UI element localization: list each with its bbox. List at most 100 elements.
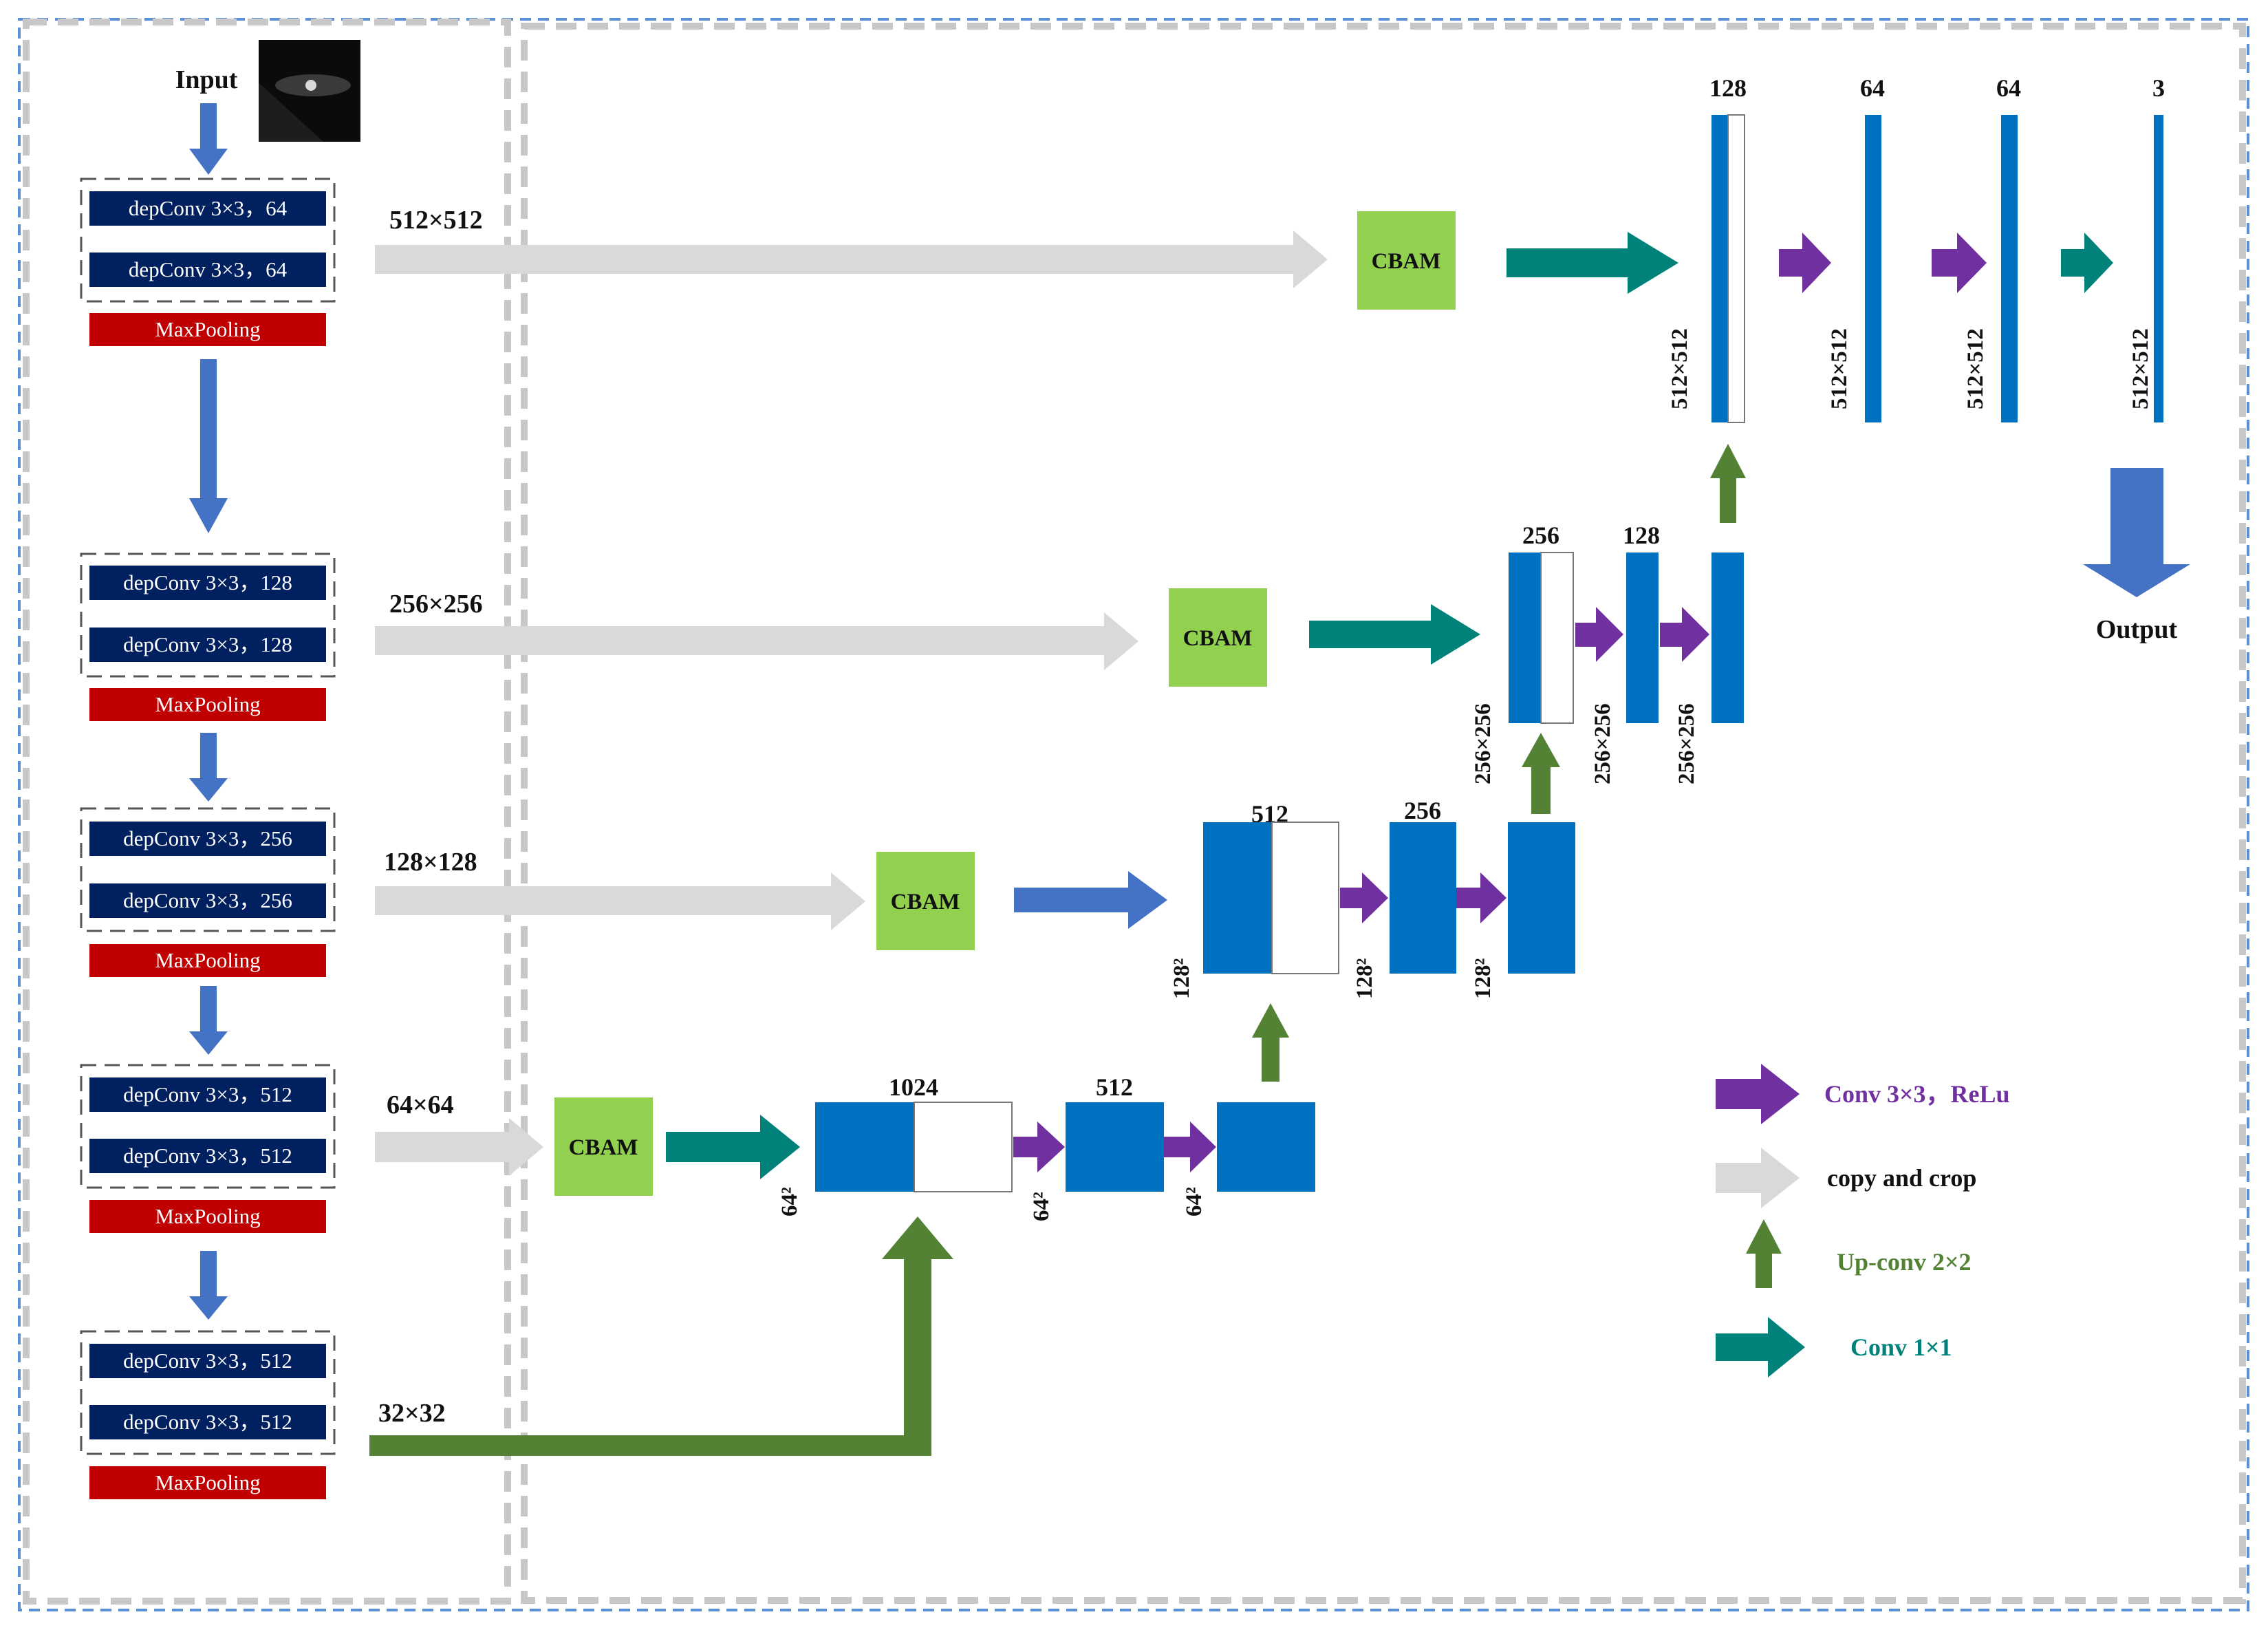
depconv-box (89, 1405, 326, 1439)
maxpooling-label: MaxPooling (155, 1470, 260, 1494)
legend-conv3x3-icon (1716, 1064, 1800, 1124)
cbam-label: CBAM (891, 890, 960, 914)
conv3x3-arrow (1456, 872, 1506, 923)
depconv-label: depConv 3×3，256 (123, 826, 292, 850)
maxpooling-label: MaxPooling (155, 692, 260, 716)
cbam-block-64: CBAM (554, 1097, 653, 1196)
size-label: 256×256 (1471, 703, 1495, 784)
depconv-label: depConv 3×3，128 (123, 632, 292, 656)
feature-block (1217, 1102, 1315, 1192)
conv1x1-arrow (2061, 233, 2113, 293)
copy-crop-arrow (375, 230, 1328, 288)
channel-label: 64 (1860, 74, 1885, 102)
legend-conv1x1-label: Conv 1×1 (1850, 1333, 1952, 1361)
channel-label: 256 (1404, 797, 1441, 824)
size-label: 128² (1471, 958, 1495, 1000)
channel-label: 512 (1096, 1073, 1133, 1101)
depconv-label: depConv 3×3，512 (123, 1349, 292, 1373)
encoder-block-frame (80, 178, 336, 303)
concat-block (1540, 552, 1574, 724)
bottleneck-upconv-arrow (369, 1216, 953, 1456)
depconv-box (89, 566, 326, 600)
feature-block (1509, 553, 1541, 723)
conv3x3-arrow (1779, 233, 1831, 293)
maxpooling-label: MaxPooling (155, 948, 260, 972)
copy-crop-arrow (375, 872, 865, 930)
depconv-label: depConv 3×3，128 (123, 570, 292, 594)
depconv-label: depConv 3×3，512 (123, 1082, 292, 1106)
encoder-block-4: depConv 3×3，512 depConv 3×3，512 MaxPooli… (80, 1064, 336, 1233)
copy-crop-arrow (375, 612, 1138, 670)
cbam-label: CBAM (569, 1135, 638, 1160)
outer-frame (18, 18, 2249, 1611)
channel-label: 64 (1996, 74, 2021, 102)
depconv-box (89, 253, 326, 287)
copy-crop-arrow (375, 1118, 543, 1176)
cbam-label: CBAM (1372, 249, 1441, 274)
size-label: 64² (1182, 1187, 1207, 1216)
legend: Conv 3×3，ReLu copy and crop Up-conv 2×2 … (1716, 1064, 2010, 1377)
feature-block (1711, 553, 1744, 723)
channel-label: 128 (1623, 522, 1660, 549)
encoder-block-5: depConv 3×3，512 depConv 3×3，512 MaxPooli… (80, 1330, 336, 1499)
maxpooling-box (89, 1200, 326, 1233)
size-label: 512×512 (1827, 328, 1852, 409)
depconv-label: depConv 3×3，64 (129, 257, 288, 281)
feature-block (1066, 1102, 1164, 1192)
depconv-box (89, 1077, 326, 1112)
upconv-arrow (1710, 444, 1746, 523)
size-label: 512×512 (2128, 328, 2153, 409)
decoder-panel (521, 23, 2246, 1604)
cbam-block-256: CBAM (1169, 588, 1267, 687)
size-label: 512×512 (1963, 328, 1988, 409)
channel-label: 128 (1709, 74, 1747, 102)
depconv-label: depConv 3×3，64 (129, 196, 288, 220)
depconv-box (89, 191, 326, 226)
encoder-down-arrow (189, 1251, 228, 1320)
encoder-block-1: depConv 3×3，64 depConv 3×3，64 MaxPooling (80, 178, 336, 346)
legend-upconv-icon (1746, 1219, 1782, 1288)
encoder-down-arrow (189, 733, 228, 802)
size-label: 64² (777, 1187, 802, 1216)
channel-label: 1024 (889, 1073, 938, 1101)
conv3x3-arrow (1660, 607, 1709, 662)
feature-block (1508, 822, 1575, 974)
size-label: 64² (1029, 1192, 1054, 1221)
depconv-box (89, 628, 326, 662)
skip-size-label: 128×128 (384, 848, 477, 877)
conv3x3-arrow (1575, 607, 1623, 662)
encoder-block-frame (80, 1330, 336, 1455)
upconv-arrow (1252, 1003, 1289, 1082)
feature-block (2154, 115, 2163, 422)
feature-block (1865, 115, 1881, 422)
skip-arrow (1014, 871, 1167, 929)
output-arrow (2083, 468, 2190, 597)
size-label: 128² (1169, 958, 1194, 1000)
encoder-block-frame (80, 807, 336, 932)
maxpooling-box (89, 688, 326, 721)
encoder-block-frame (80, 553, 336, 678)
encoder-block-3: depConv 3×3，256 depConv 3×3，256 MaxPooli… (80, 807, 336, 977)
maxpooling-box (89, 313, 326, 346)
cbam-block-512: CBAM (1357, 211, 1456, 310)
conv3x3-arrow (1013, 1122, 1065, 1172)
output-label: Output (2096, 615, 2178, 644)
conv3x3-arrow (1340, 872, 1388, 923)
feature-block (815, 1102, 914, 1192)
size-label: 128² (1352, 958, 1377, 1000)
input-image (259, 40, 360, 142)
conv3x3-arrow (1932, 233, 1987, 293)
cbam-block-128: CBAM (876, 852, 975, 950)
conv1x1-arrow (666, 1115, 800, 1179)
feature-block (1711, 115, 1728, 422)
concat-block (1271, 822, 1339, 974)
skip-size-label: 512×512 (389, 206, 483, 235)
depconv-label: depConv 3×3，512 (123, 1144, 292, 1168)
conv1x1-arrow (1506, 232, 1678, 294)
input-down-arrow (189, 103, 228, 175)
conv1x1-arrow (1309, 604, 1480, 665)
concat-block (1727, 114, 1745, 423)
maxpooling-box (89, 1466, 326, 1499)
legend-copy-crop-label: copy and crop (1827, 1164, 1976, 1192)
